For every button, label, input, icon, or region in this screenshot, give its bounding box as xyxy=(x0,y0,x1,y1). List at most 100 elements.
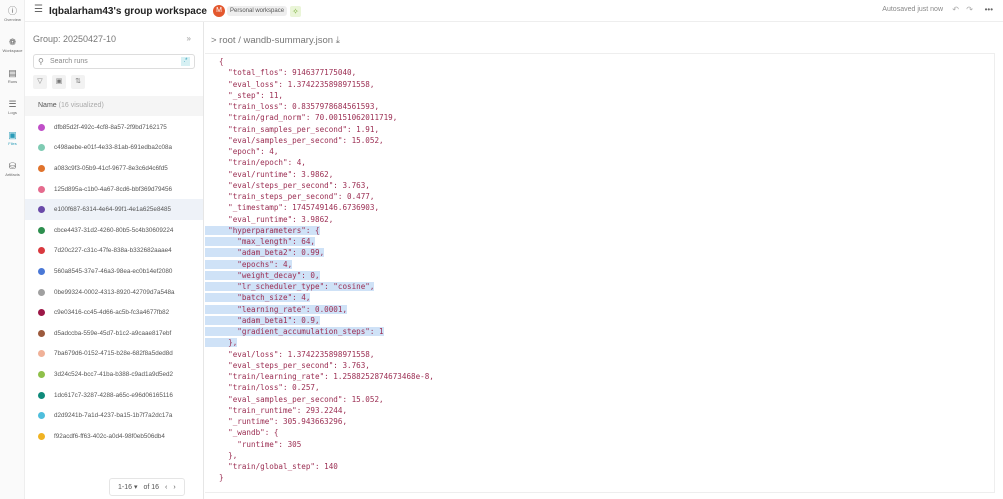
json-line-text: "epochs": 4, xyxy=(205,259,293,269)
run-row[interactable]: d2d9241b-7a1d-4237-ba15-1b7f7a2dc17a xyxy=(25,405,203,426)
nav-label: Files xyxy=(8,141,17,146)
json-line: "max_length": 64, xyxy=(205,236,994,247)
json-line: "eval/loss": 1.3742235898971558, xyxy=(205,349,994,360)
json-content: { "total_flos": 9146377175040, "eval_los… xyxy=(205,53,995,493)
json-line-text: } xyxy=(219,473,224,483)
run-color-dot[interactable] xyxy=(38,123,45,131)
run-row[interactable]: 560a8545-37e7-46a3-98ea-ec0b14ef2080 xyxy=(25,261,203,282)
filter-icon[interactable]: ▽ xyxy=(33,75,47,89)
run-name: 7ba679d6-0152-4715-b28e-682f8a5ded8d xyxy=(54,350,173,358)
run-name: e100f687-6314-4e64-99f1-4e1a625e8485 xyxy=(54,206,171,214)
run-row[interactable]: 7d20c227-c31c-47fe-838a-b332682aaae4 xyxy=(25,241,203,262)
name-column-header[interactable]: Name (16 visualized) xyxy=(25,96,203,116)
breadcrumb[interactable]: > root / wandb-summary.json ⤓ xyxy=(211,35,340,46)
run-row[interactable]: 1dc617c7-3287-4288-a65c-e96d06165116 xyxy=(25,385,203,406)
json-line: "gradient_accumulation_steps": 1 xyxy=(205,326,994,337)
json-line-text: "train/grad_norm": 70.00151062011719, xyxy=(219,113,398,123)
json-line: } xyxy=(205,472,994,483)
run-row[interactable]: 0be99324-0002-4313-8920-42709d7a548a xyxy=(25,282,203,303)
nav-runs[interactable]: ▤Runs xyxy=(0,67,25,84)
logs-icon: ☰ xyxy=(8,99,17,109)
json-line-text: "runtime": 305 xyxy=(219,439,302,449)
json-line: "train_runtime": 293.2244, xyxy=(205,405,994,416)
regex-toggle[interactable]: .* xyxy=(181,57,190,66)
page-size-select[interactable]: 1-16 ▾ xyxy=(118,484,138,491)
nav-artifacts[interactable]: ⛁Artifacts xyxy=(0,160,25,177)
workspace-badge[interactable]: Personal workspace xyxy=(227,6,288,16)
run-row[interactable]: e100f687-6314-4e64-99f1-4e1a625e8485 xyxy=(25,199,203,220)
run-color-dot[interactable] xyxy=(38,247,45,255)
json-line-text: "learning_rate": 0.0001, xyxy=(205,304,348,314)
run-color-dot[interactable] xyxy=(38,391,45,399)
run-color-dot[interactable] xyxy=(38,329,45,337)
run-row[interactable]: 125d895a-c1b0-4a67-8cd6-bbf369d79456 xyxy=(25,179,203,200)
run-row[interactable]: f92acdf6-ff63-402c-a0d4-98f0eb506db4 xyxy=(25,426,203,447)
avatar[interactable]: M xyxy=(213,5,225,17)
json-line: "lr_scheduler_type": "cosine", xyxy=(205,281,994,292)
run-color-dot[interactable] xyxy=(38,370,45,378)
run-row[interactable]: a083c9f3-05b9-41cf-9677-8e3c6d4c6fd5 xyxy=(25,158,203,179)
runs-icon: ▤ xyxy=(8,68,17,78)
run-name: 3d24c524-bcc7-41ba-b388-c9ad1a9d5ed2 xyxy=(54,370,174,378)
run-row[interactable]: cbce4437-31d2-4260-80b5-5c4b30609224 xyxy=(25,220,203,241)
nav-logs[interactable]: ☰Logs xyxy=(0,98,25,115)
run-color-dot[interactable] xyxy=(38,144,45,152)
run-row[interactable]: 3d24c524-bcc7-41ba-b388-c9ad1a9d5ed2 xyxy=(25,364,203,385)
json-line-text: "train/global_step": 140 xyxy=(219,462,338,471)
json-line: "adam_beta2": 0.99, xyxy=(205,247,994,258)
json-line-text: "train_runtime": 293.2244, xyxy=(219,405,348,415)
search-runs-input[interactable]: ⚲ Search runs .* xyxy=(33,54,195,69)
json-line-text: "eval_steps_per_second": 3.763, xyxy=(219,360,370,370)
json-line-text: "hyperparameters": { xyxy=(205,225,320,235)
run-name: cbce4437-31d2-4260-80b5-5c4b30609224 xyxy=(54,226,174,234)
json-line-text: "_wandb": { xyxy=(219,428,279,438)
more-options-icon[interactable]: ••• xyxy=(984,5,993,14)
sort-icon[interactable]: ⇅ xyxy=(71,75,85,89)
run-color-dot[interactable] xyxy=(38,309,45,317)
json-line: "train/learning_rate": 1.258825287467346… xyxy=(205,371,994,382)
json-line-text: "adam_beta2": 0.99, xyxy=(205,248,325,258)
json-line-text: { xyxy=(219,57,224,66)
group-icon[interactable]: ▣ xyxy=(52,75,66,89)
run-name: dfb85d2f-492c-4cf8-8a57-2f9bd7162175 xyxy=(54,123,167,131)
run-color-dot[interactable] xyxy=(38,226,45,234)
run-color-dot[interactable] xyxy=(38,350,45,358)
json-line: "epochs": 4, xyxy=(205,259,994,270)
search-icon: ⚲ xyxy=(38,57,44,66)
json-line-text: "adam_beta1": 0.9, xyxy=(205,315,320,325)
run-row[interactable]: c498aebe-e01f-4e33-81ab-691edba2c08a xyxy=(25,138,203,159)
run-row[interactable]: c9e03416-cc45-4d66-ac5b-fc3a4677fb82 xyxy=(25,302,203,323)
run-row[interactable]: d5adccba-559e-45d7-b1c2-a9caae817ebf xyxy=(25,323,203,344)
nav-label: Overview xyxy=(4,17,21,22)
undo-icon[interactable]: ↶ xyxy=(952,5,959,14)
nav-files[interactable]: ▣Files xyxy=(0,129,25,146)
workspace-title: Iqbalarham43's group workspace xyxy=(49,5,207,17)
run-color-dot[interactable] xyxy=(38,164,45,172)
json-line: "train_samples_per_second": 1.91, xyxy=(205,124,994,135)
json-line-text: "eval/steps_per_second": 3.763, xyxy=(219,180,370,190)
run-row[interactable]: dfb85d2f-492c-4cf8-8a57-2f9bd7162175 xyxy=(25,117,203,138)
json-line: "hyperparameters": { xyxy=(205,225,994,236)
run-color-dot[interactable] xyxy=(38,432,45,440)
run-name: c9e03416-cc45-4d66-ac5b-fc3a4677fb82 xyxy=(54,309,170,317)
json-line-text: "total_flos": 9146377175040, xyxy=(219,68,357,78)
redo-icon[interactable]: ↷ xyxy=(966,5,973,14)
sparkle-icon[interactable]: ✧ xyxy=(290,5,302,17)
collapse-panel-icon[interactable]: » xyxy=(186,34,191,43)
run-row[interactable]: 7ba679d6-0152-4715-b28e-682f8a5ded8d xyxy=(25,344,203,365)
run-color-dot[interactable] xyxy=(38,185,45,193)
nav-workspace[interactable]: ❁Workspace xyxy=(0,36,25,53)
hamburger-menu-icon[interactable]: ☰ xyxy=(34,4,43,15)
run-color-dot[interactable] xyxy=(38,206,45,214)
name-header-label: Name xyxy=(38,102,57,109)
json-line-text: "train/loss": 0.257, xyxy=(219,383,320,393)
prev-page-button[interactable]: ‹ xyxy=(165,483,168,491)
run-color-dot[interactable] xyxy=(38,267,45,275)
json-line-text: "weight_decay": 0, xyxy=(205,270,320,280)
run-color-dot[interactable] xyxy=(38,412,45,420)
overview-icon: ⓘ xyxy=(7,6,17,16)
json-line-text: "batch_size": 4, xyxy=(205,293,311,303)
next-page-button[interactable]: › xyxy=(173,483,176,491)
run-color-dot[interactable] xyxy=(38,288,45,296)
